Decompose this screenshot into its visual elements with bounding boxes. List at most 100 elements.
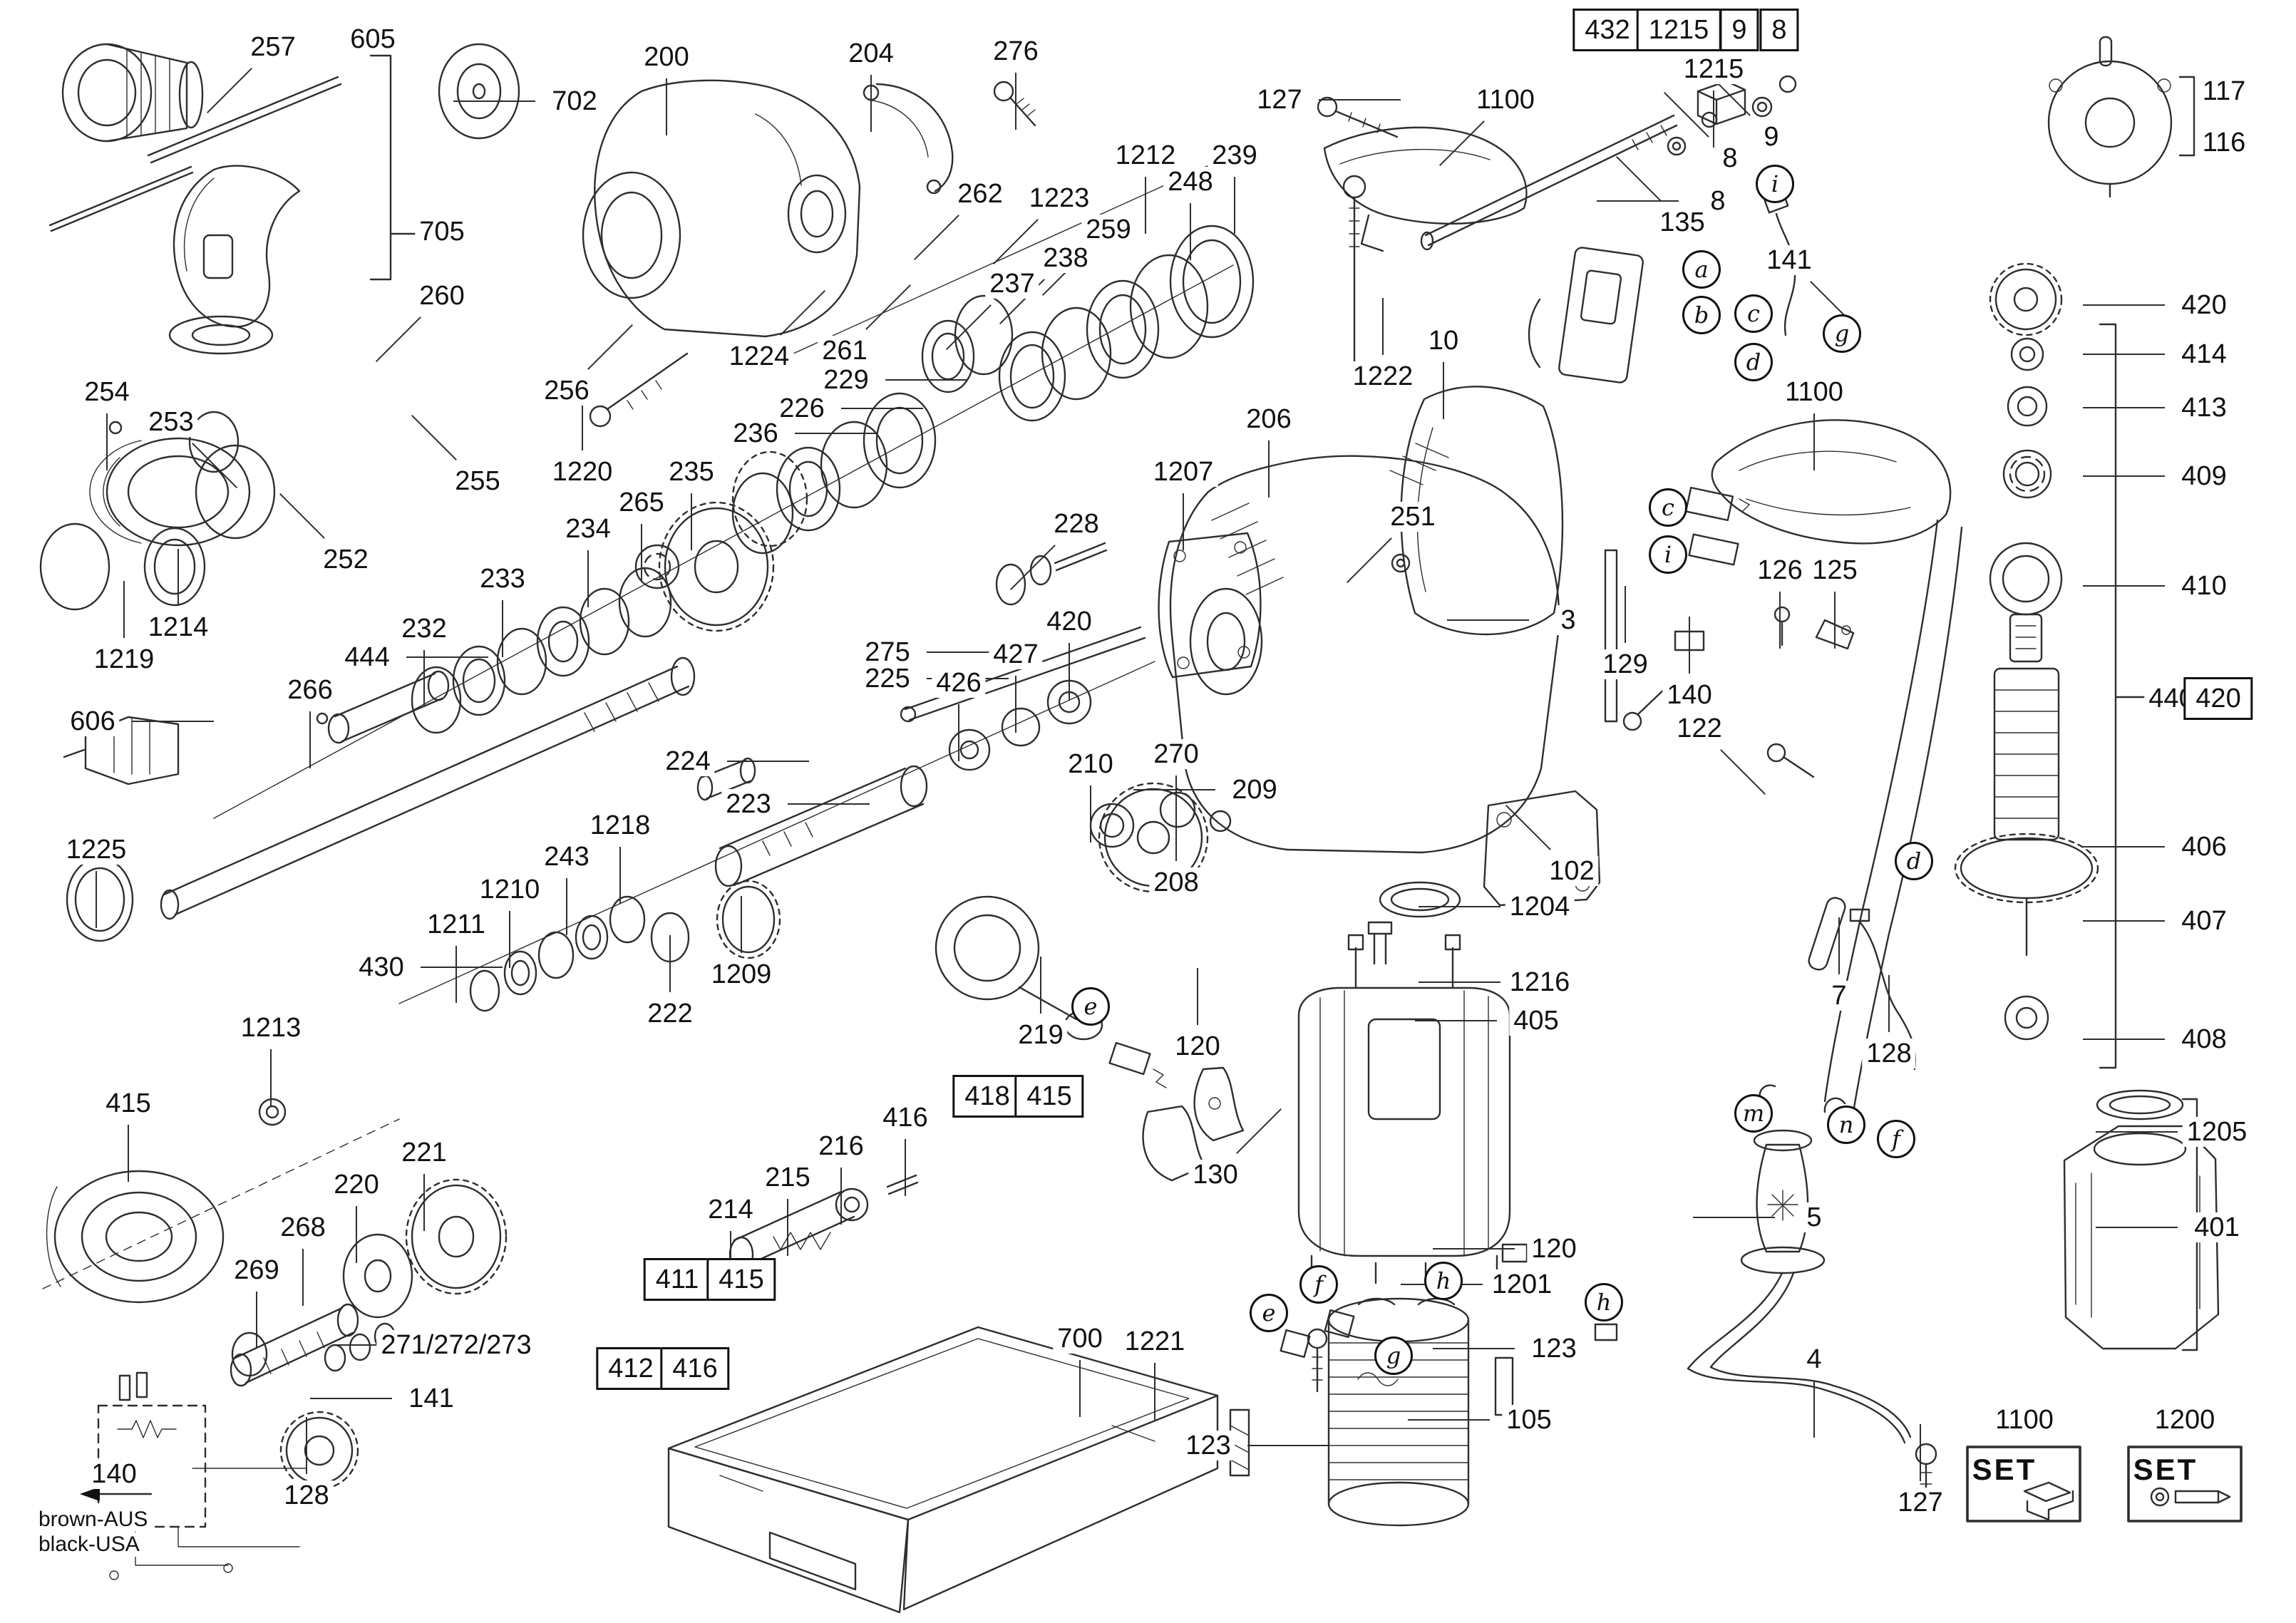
ref-letter-c: c (1734, 294, 1773, 333)
leader-line (1009, 545, 1056, 591)
part-label-1207: 1207 (1148, 457, 1218, 487)
part-label-248: 248 (1163, 167, 1218, 197)
ref-letter-h: h (1585, 1283, 1623, 1321)
gear-cluster (230, 1178, 508, 1387)
part-label-1210: 1210 (475, 875, 545, 905)
part-label-1219: 1219 (89, 644, 159, 674)
leader-line (865, 284, 912, 330)
part-label-130: 130 (1188, 1160, 1242, 1190)
part-label-128: 128 (279, 1480, 334, 1510)
part-label-8: 8 (1718, 143, 1742, 173)
part-label-225: 225 (860, 664, 915, 694)
side-handle (168, 54, 419, 355)
part-label-269: 269 (230, 1255, 284, 1285)
part-label-260: 260 (415, 281, 469, 311)
part-label-705: 705 (415, 217, 469, 247)
part-label-252: 252 (319, 545, 373, 575)
part-label-214: 214 (704, 1195, 758, 1225)
part-label-221: 221 (397, 1138, 451, 1168)
leader-line (1720, 749, 1766, 795)
part-label-1205: 1205 (2182, 1117, 2252, 1147)
brush-hardware (1622, 486, 1855, 778)
ref-letter-n: n (1827, 1106, 1865, 1144)
part-label-125: 125 (1808, 555, 1862, 585)
bevel-gear (634, 501, 775, 632)
side-plate (1379, 790, 1601, 918)
part-label-415: 415 (101, 1088, 155, 1118)
ref-letter-e: e (1250, 1294, 1288, 1332)
part-label-238: 238 (1039, 243, 1093, 273)
part-label-1223: 1223 (1024, 183, 1094, 213)
part-label-271/272/273: 271/272/273 (376, 1330, 536, 1360)
part-label-416: 416 (878, 1103, 932, 1133)
part-label-415: 415 (706, 1258, 776, 1301)
part-label-135: 135 (1655, 207, 1709, 237)
part-label-1200: 1200 (2150, 1405, 2220, 1435)
part-label-415: 415 (1014, 1075, 1084, 1118)
part-label-1215: 1215 (1636, 9, 1721, 51)
ref-letter-e: e (1071, 987, 1110, 1026)
part-label-129: 129 (1598, 649, 1652, 679)
part-label-410: 410 (2177, 571, 2231, 601)
part-label-413: 413 (2177, 393, 2231, 423)
part-label-414: 414 (2177, 339, 2231, 369)
part-label-1216: 1216 (1505, 967, 1575, 997)
part-label-SET: SET (2133, 1453, 2198, 1486)
leader-line (992, 219, 1039, 265)
screws (589, 96, 1399, 428)
part-label-1214: 1214 (143, 612, 213, 642)
part-label-430: 430 (354, 952, 408, 982)
part-label-200: 200 (639, 42, 694, 72)
part-label-208: 208 (1149, 867, 1203, 897)
barrel-assembly (258, 757, 928, 1126)
part-label-1201: 1201 (1487, 1269, 1557, 1299)
part-label-254: 254 (80, 377, 134, 407)
leader-line (945, 304, 992, 351)
part-label-226: 226 (775, 393, 829, 423)
part-label-234: 234 (561, 514, 615, 544)
part-label-204: 204 (844, 38, 898, 68)
part-label-432: 432 (1572, 9, 1642, 51)
leader-line (1663, 91, 1709, 138)
wiring-schematic (80, 1371, 359, 1580)
part-label-120: 120 (1527, 1234, 1581, 1264)
part-label-1211: 1211 (423, 910, 490, 939)
part-label-261: 261 (818, 336, 872, 366)
part-label-412: 412 (596, 1347, 666, 1390)
part-label-411: 411 (643, 1258, 711, 1301)
clamp-and-screw (863, 81, 1036, 195)
part-label-426: 426 (932, 668, 986, 698)
part-label-1204: 1204 (1505, 892, 1575, 922)
part-label-268: 268 (276, 1212, 330, 1242)
cylinder-415 (46, 1170, 225, 1304)
part-label-266: 266 (283, 675, 337, 705)
part-label-brown-AUS: brown-AUS (34, 1508, 153, 1532)
part-label-4: 4 (1802, 1344, 1826, 1374)
ring-702 (438, 43, 520, 140)
ref-letter-f: f (1877, 1120, 1915, 1158)
part-label-1225: 1225 (61, 835, 131, 865)
ref-letter-g: g (1823, 314, 1861, 353)
part-label-228: 228 (1049, 509, 1103, 539)
part-label-233: 233 (475, 564, 530, 594)
part-label-407: 407 (2177, 906, 2231, 936)
part-label-1218: 1218 (585, 810, 655, 840)
ref-letter-h: h (1424, 1262, 1463, 1300)
part-label-126: 126 (1753, 555, 1807, 585)
part-label-SET: SET (1972, 1453, 2037, 1486)
part-label-255: 255 (451, 466, 505, 496)
field-housing (1108, 921, 1528, 1393)
part-label-1221: 1221 (1120, 1326, 1190, 1356)
part-label-3: 3 (1556, 605, 1580, 635)
part-label-1220: 1220 (547, 457, 617, 487)
part-label-257: 257 (246, 32, 300, 62)
ref-letter-a: a (1682, 250, 1721, 289)
ref-letter-c: c (1649, 488, 1687, 527)
ref-letter-d: d (1895, 842, 1933, 880)
ref-letter-m: m (1734, 1094, 1773, 1133)
piston-row (729, 1174, 919, 1273)
motor-cap-housing (2063, 1089, 2220, 1351)
part-label-9: 9 (1759, 122, 1783, 152)
part-label-605: 605 (346, 24, 400, 54)
